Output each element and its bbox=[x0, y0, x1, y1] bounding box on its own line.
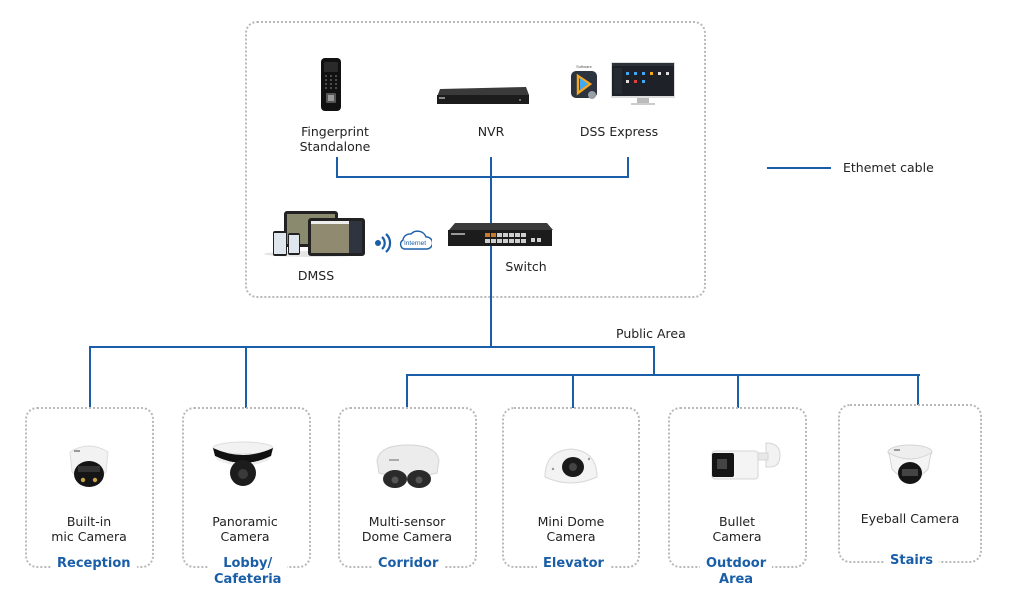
fingerprint-label-line1: Fingerprint bbox=[301, 124, 369, 139]
area-label-line1: Corridor bbox=[378, 556, 439, 571]
area-label-line1: Reception bbox=[57, 556, 131, 571]
camera-name-lobby: Panoramic Camera bbox=[195, 514, 295, 544]
camera-name-line2: Camera bbox=[546, 529, 596, 544]
fingerprint-reader-icon bbox=[320, 58, 342, 111]
dss-express-label: DSS Express bbox=[579, 124, 659, 139]
camera-name-stairs: Eyeball Camera bbox=[850, 511, 970, 526]
area-label-line2: Area bbox=[719, 572, 754, 587]
cable-bus-2 bbox=[406, 374, 920, 376]
cable-drop-corridor bbox=[406, 374, 408, 408]
camera-name-line1: Bullet bbox=[718, 514, 756, 529]
camera-name-line1: Panoramic bbox=[212, 514, 278, 529]
dmss-devices-icon bbox=[264, 210, 366, 258]
camera-name-corridor: Multi-sensor Dome Camera bbox=[355, 514, 459, 544]
area-label-elevator: Elevator bbox=[537, 556, 610, 572]
camera-name-line1: Multi-sensor bbox=[368, 514, 446, 529]
multi-sensor-dome-camera-icon bbox=[375, 443, 441, 489]
cable-drop-lobby bbox=[245, 346, 247, 408]
legend-label: Ethemet cable bbox=[843, 160, 934, 175]
camera-name-line1: Built-in bbox=[66, 514, 112, 529]
cable-drop-reception bbox=[89, 346, 91, 408]
area-label-corridor: Corridor bbox=[372, 556, 445, 572]
network-switch-icon bbox=[447, 222, 553, 248]
area-label-lobby: Lobby/ Cafeteria bbox=[208, 556, 288, 588]
cable-drop-outdoor bbox=[737, 374, 739, 408]
dss-express-icon: Software bbox=[570, 62, 676, 106]
camera-name-outdoor: Bullet Camera bbox=[687, 514, 787, 544]
dss-app-caption: Software bbox=[576, 64, 593, 69]
camera-name-line2: Camera bbox=[220, 529, 270, 544]
camera-name-reception: Built-in mic Camera bbox=[39, 514, 139, 544]
camera-name-elevator: Mini Dome Camera bbox=[521, 514, 621, 544]
wireless-signal-icon bbox=[374, 233, 392, 253]
area-label-line2: Cafeteria bbox=[214, 572, 282, 587]
area-label-line1: Elevator bbox=[543, 556, 604, 571]
camera-name-line2: Dome Camera bbox=[361, 529, 453, 544]
camera-name-line1: Eyeball Camera bbox=[860, 511, 960, 526]
area-label-line1: Outdoor bbox=[706, 556, 767, 571]
cable-bus-1 bbox=[89, 346, 655, 348]
bullet-camera-icon bbox=[710, 441, 782, 483]
cable-drop-stairs bbox=[917, 374, 919, 405]
cable-riser-bus-2 bbox=[653, 346, 655, 376]
area-label-line1: Stairs bbox=[890, 553, 933, 568]
dome-camera-icon bbox=[66, 442, 112, 490]
cable-fingerprint-drop bbox=[336, 157, 338, 177]
area-label-stairs: Stairs bbox=[884, 553, 939, 569]
camera-name-line2: mic Camera bbox=[51, 529, 127, 544]
area-label-line1: Lobby/ bbox=[223, 556, 273, 571]
internet-label: Internet bbox=[404, 240, 426, 247]
mini-dome-camera-icon bbox=[543, 447, 599, 489]
legend-cable-swatch bbox=[767, 167, 831, 169]
switch-label: Switch bbox=[505, 259, 547, 274]
area-label-reception: Reception bbox=[51, 556, 137, 572]
cable-main-trunk bbox=[490, 157, 492, 348]
fingerprint-label-line2: Standalone bbox=[299, 139, 371, 154]
camera-name-line2: Camera bbox=[712, 529, 762, 544]
public-area-label: Public Area bbox=[616, 326, 686, 341]
fingerprint-label: Fingerprint Standalone bbox=[290, 124, 380, 154]
core-system-box bbox=[245, 21, 706, 298]
camera-name-line1: Mini Dome bbox=[537, 514, 605, 529]
nvr-icon bbox=[436, 85, 530, 107]
area-label-outdoor: Outdoor Area bbox=[700, 556, 773, 588]
cable-dss-drop bbox=[627, 157, 629, 177]
internet-cloud-icon: Internet bbox=[398, 228, 434, 252]
cable-top-bus bbox=[336, 176, 629, 178]
eyeball-camera-icon bbox=[886, 443, 934, 489]
panoramic-camera-icon bbox=[211, 440, 275, 488]
dmss-label: DMSS bbox=[297, 268, 335, 283]
nvr-label: NVR bbox=[477, 124, 505, 139]
cable-drop-elevator bbox=[572, 374, 574, 408]
